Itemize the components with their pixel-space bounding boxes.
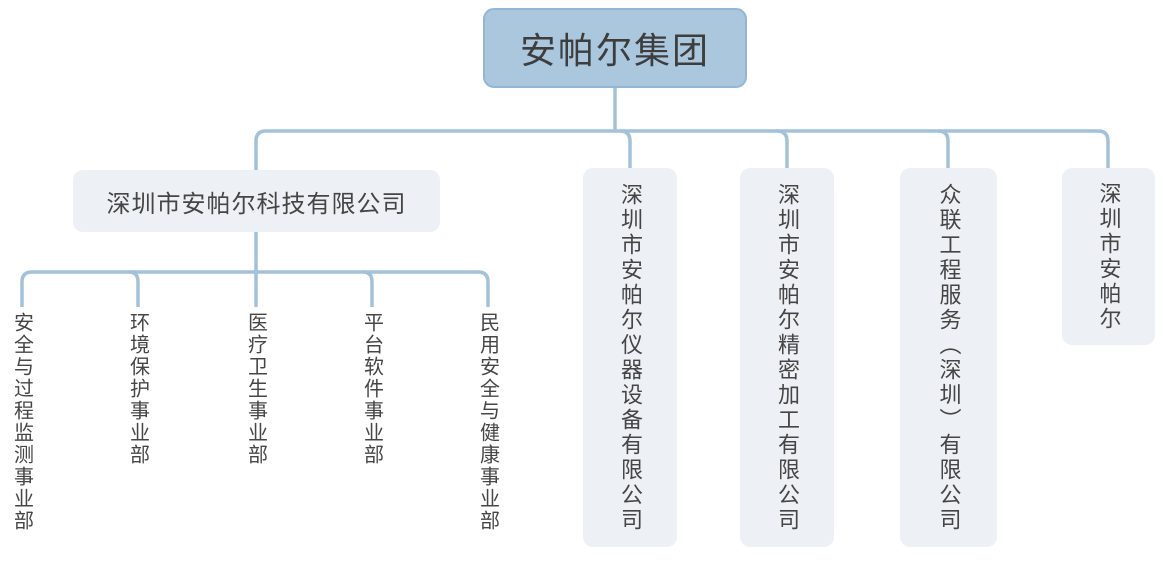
root-node-group: 安帕尔集团 — [483, 8, 747, 88]
department-node-environmental-protection: 环境保护事业部 — [125, 312, 151, 466]
subsidiary-label: 深圳市安帕尔仪器设备有限公司 — [618, 182, 643, 533]
subsidiary-node-zhonglian-engineering: 众联工程服务（深圳）有限公司 — [900, 168, 997, 547]
department-label: 民用安全与健康事业部 — [476, 312, 499, 532]
subsidiary-label: 深圳市安帕尔 — [1096, 181, 1122, 332]
department-node-platform-software: 平台软件事业部 — [359, 312, 385, 466]
department-node-civil-safety-health: 民用安全与健康事业部 — [475, 312, 501, 532]
subsidiary-label: 众联工程服务（深圳）有限公司 — [936, 182, 962, 533]
department-label: 平台软件事业部 — [360, 312, 383, 466]
subsidiary-node-precision-machining: 深圳市安帕尔精密加工有限公司 — [740, 168, 834, 547]
department-label: 环境保护事业部 — [126, 312, 149, 466]
subsidiary-node-anpaer-shenzhen: 深圳市安帕尔 — [1062, 168, 1155, 345]
subsidiary-node-instrument-equipment: 深圳市安帕尔仪器设备有限公司 — [583, 168, 677, 547]
subsidiary-node-technology: 深圳市安帕尔科技有限公司 — [73, 170, 440, 232]
department-node-medical-health: 医疗卫生事业部 — [243, 312, 269, 466]
root-node-label: 安帕尔集团 — [519, 30, 710, 71]
subsidiary-label: 深圳市安帕尔科技有限公司 — [106, 190, 407, 218]
department-label: 安全与过程监测事业部 — [10, 312, 33, 532]
department-node-safety-process-monitoring: 安全与过程监测事业部 — [9, 312, 35, 532]
department-label: 医疗卫生事业部 — [244, 312, 267, 466]
subsidiary-label: 深圳市安帕尔精密加工有限公司 — [775, 182, 800, 533]
